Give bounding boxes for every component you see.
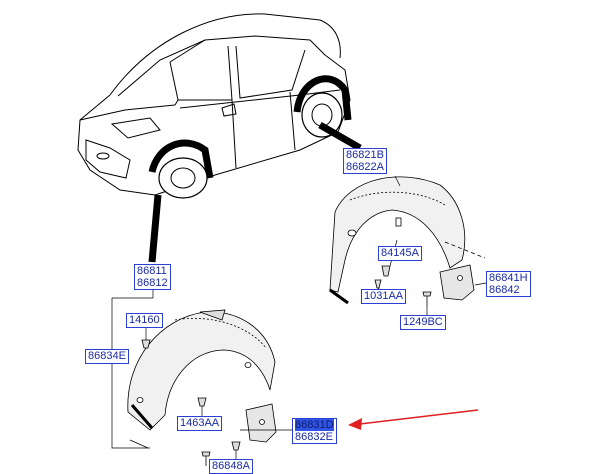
callout-rear-wheel-liner: 86821B 86822A [343,148,387,174]
callout-front-wheel-liner: 86811 86812 [134,264,171,290]
front-leader-lines [111,290,292,460]
callout-line: 86848A [212,460,250,472]
callout-line: 1249BC [403,316,443,328]
rear-pointer-band [318,121,362,152]
callout-line: 86841H [489,272,528,284]
callout-line: 86811 [137,265,167,277]
callout-line: 86822A [346,161,384,173]
highlight-arrow [348,409,479,430]
callout-line: 86834E [88,350,126,362]
callout-line: 86832E [295,431,333,443]
front-pointer-band [148,194,162,263]
front-wheel-liner-icon [127,309,276,431]
callout-rear-mudguard: 86841H 86842 [486,271,531,297]
callout-line: 1031AA [364,290,404,302]
rear-leader-lines [377,175,487,316]
rear-wheel-icon [293,75,352,138]
mudguard-icon [245,403,277,443]
screw-icon [141,339,241,466]
callout-front-bolt: 86848A [209,459,253,474]
callout-front-part: 86834E [85,349,129,364]
screw-icon [374,279,432,306]
callout-line: 86812 [137,277,168,289]
callout-line: 84145A [381,247,419,259]
callout-front-mudguard: 86831D 86832E [292,418,337,444]
callout-rear-screw: 1031AA [361,289,407,304]
rear-wheel-liner-icon [329,176,486,305]
callout-line: 86821B [346,149,384,161]
mudguard-icon [439,264,475,301]
clip-icon [381,265,391,277]
front-wheel-icon [148,139,214,199]
callout-front-screw: 1463AA [177,416,223,431]
callout-line: 1463AA [180,417,220,429]
callout-line: 86842 [489,284,520,296]
callout-rear-clip: 84145A [378,246,422,261]
callout-line: 14160 [129,314,160,326]
callout-rear-bolt: 1249BC [400,315,446,330]
callout-front-clip: 14160 [126,313,163,328]
callout-line-highlighted: 86831D [295,419,334,431]
car-body-icon [77,13,351,196]
